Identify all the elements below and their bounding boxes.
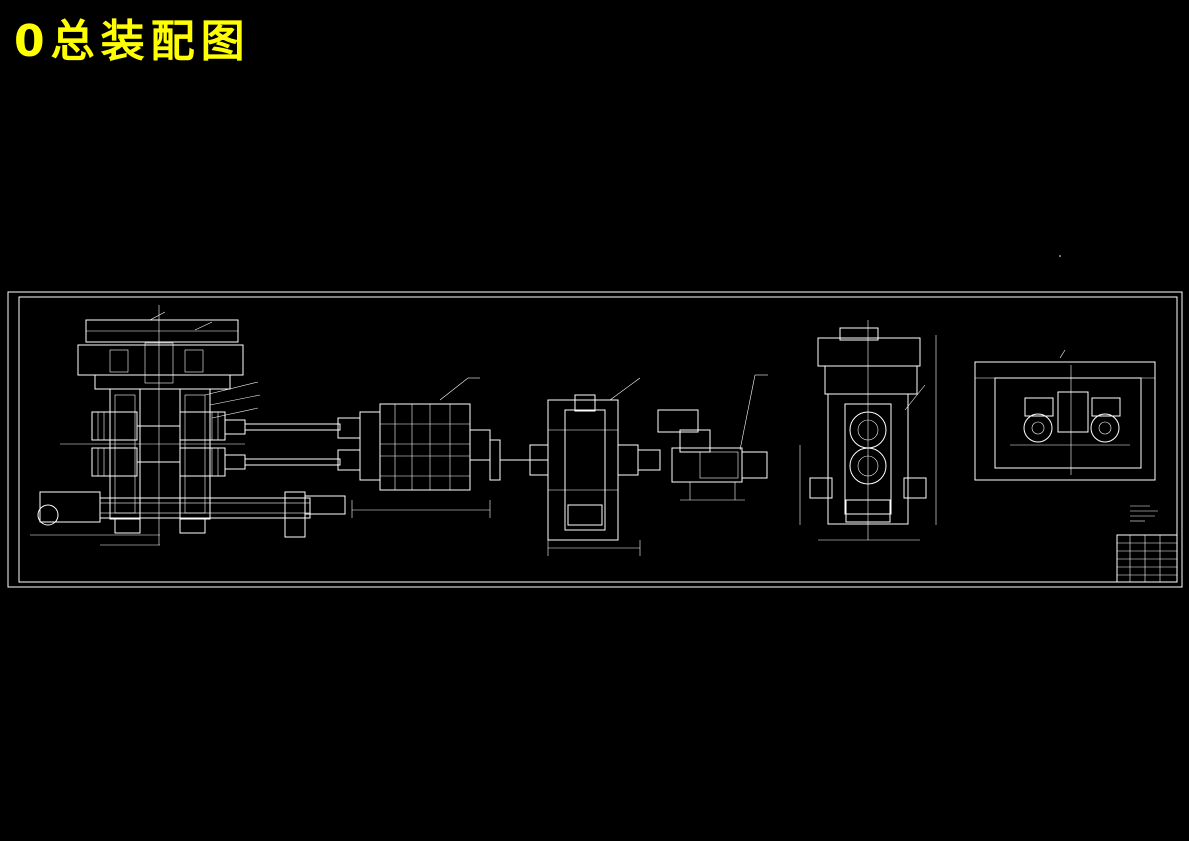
stray-mark	[1059, 255, 1061, 257]
drawing-frame	[7, 291, 1183, 588]
technical-notes	[1130, 505, 1158, 522]
title-block	[1116, 534, 1178, 583]
page-title: 0总装配图	[14, 16, 251, 67]
gear-seat	[500, 377, 661, 556]
stand-side-view	[799, 320, 937, 541]
reducer	[657, 374, 768, 501]
universal-spindle	[337, 377, 501, 518]
plan-view	[974, 349, 1156, 481]
roll-stand-front-view	[30, 305, 346, 546]
